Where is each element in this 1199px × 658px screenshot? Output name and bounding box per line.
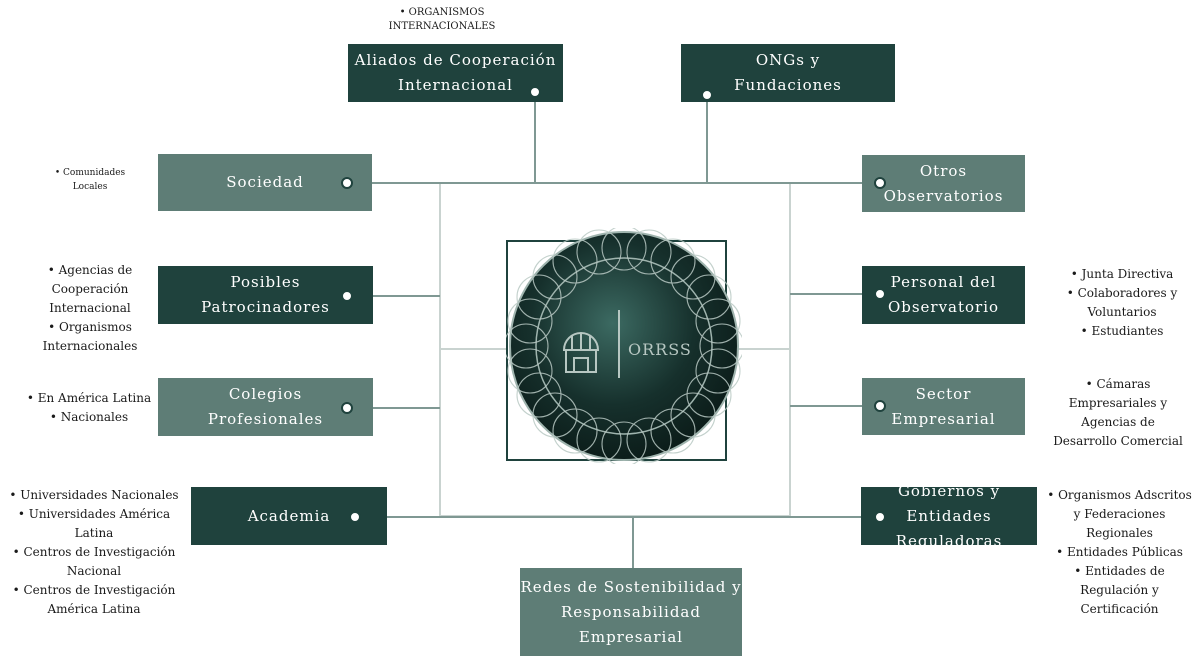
note-aliados: • ORGANISMOS INTERNACIONALES <box>388 7 496 32</box>
dot-otros <box>874 177 886 189</box>
note-posibles: • Agencias de Cooperación Internacional … <box>42 263 138 353</box>
observatory-icon <box>562 332 600 373</box>
node-otros-observatorios: Otros Observatorios <box>862 155 1025 212</box>
dot-personal <box>874 288 886 300</box>
dot-aliados <box>529 86 541 98</box>
note-colegios: • En América Latina • Nacionales <box>26 391 152 424</box>
note-academia: • Universidades Nacionales • Universidad… <box>9 488 179 616</box>
node-redes-sostenibilidad: Redes de Sostenibilidad y Responsabilida… <box>520 568 742 656</box>
dot-posibles <box>341 290 353 302</box>
dot-academia <box>349 511 361 523</box>
node-sociedad: Sociedad <box>158 154 372 211</box>
dot-gobiernos <box>874 511 886 523</box>
note-sector: • Cámaras Empresariales y Agencias de De… <box>1053 377 1183 448</box>
note-personal: • Junta Directiva • Colaboradores y Volu… <box>1066 267 1178 338</box>
orrss-emblem <box>506 228 742 464</box>
note-sociedad: • Comunidades Locales <box>54 168 126 192</box>
dot-sociedad <box>341 177 353 189</box>
node-ongs-fundaciones: ONGs y Fundaciones <box>681 44 895 102</box>
center-label: ORRSS <box>628 340 692 359</box>
dot-sector <box>874 400 886 412</box>
node-gobiernos-entidades: Gobiernos y Entidades Reguladoras <box>861 482 1037 550</box>
dot-colegios <box>341 402 353 414</box>
dot-ongs <box>701 89 713 101</box>
node-colegios-profesionales: Colegios Profesionales <box>158 378 373 436</box>
node-posibles-patrocinadores: Posibles Patrocinadores <box>158 266 373 324</box>
node-personal-observatorio: Personal del Observatorio <box>862 266 1025 324</box>
note-gobiernos: • Organismos Adscritos y Federaciones Re… <box>1047 488 1192 616</box>
node-sector-empresarial: Sector Empresarial <box>862 378 1025 435</box>
node-aliados-cooperacion: Aliados de Cooperación Internacional <box>348 44 563 102</box>
